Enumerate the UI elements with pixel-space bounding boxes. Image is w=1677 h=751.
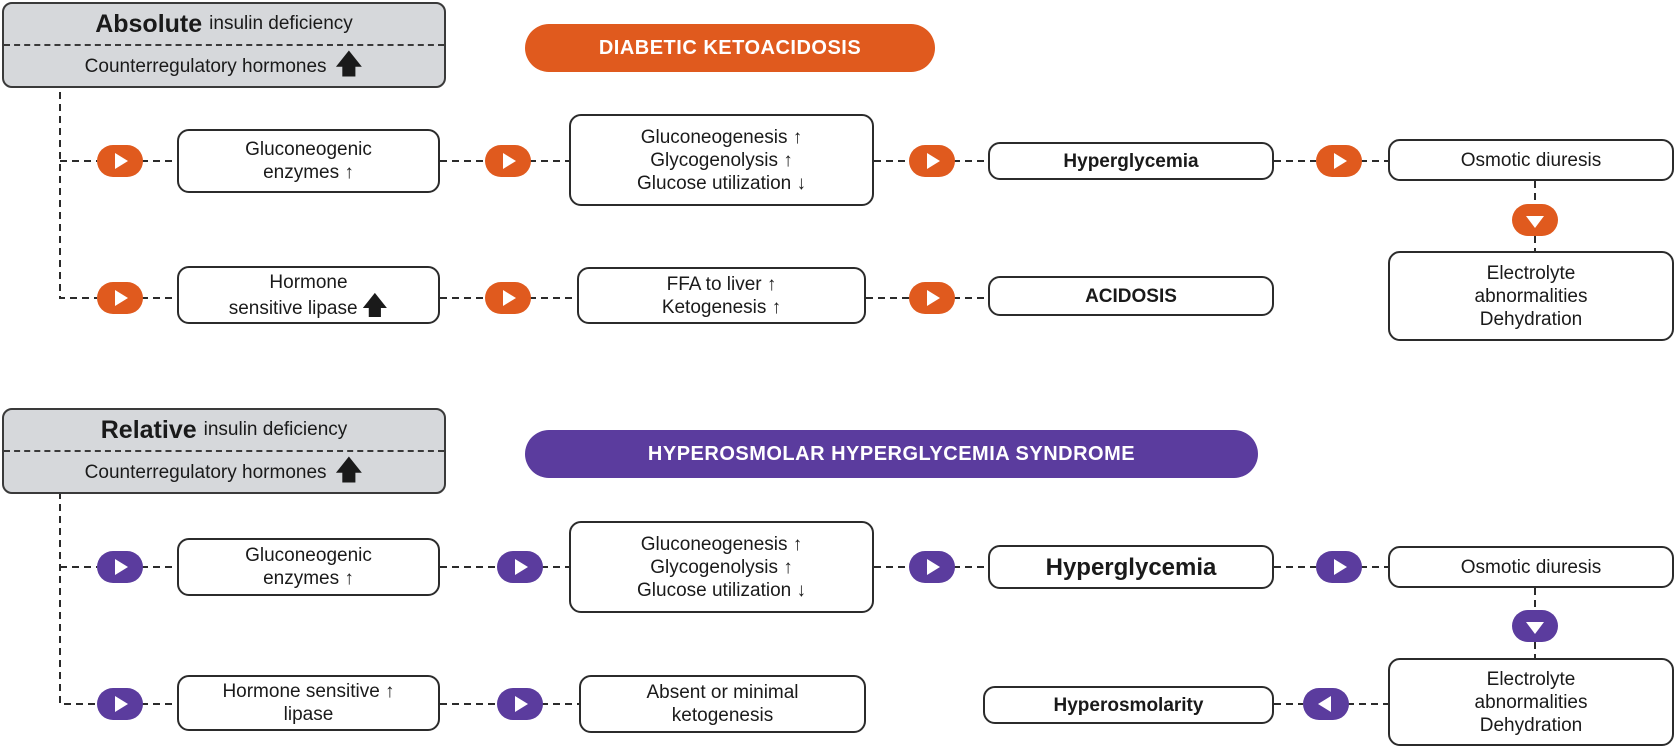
hhs-osmotic-diuresis-box: Osmotic diuresis [1388, 546, 1674, 588]
dka-hormone-lipase-box: Hormone sensitive lipase🡅 [177, 266, 440, 324]
up-arrow-icon: 🡅 [334, 48, 364, 79]
hhs-gluconeogenic-enzymes-box: Gluconeogenic enzymes ↑ [177, 538, 440, 596]
dka-acidosis-box: ACIDOSIS [988, 276, 1274, 316]
hhs-hormone-lipase-box: Hormone sensitive ↑ lipase [177, 675, 440, 731]
play-icon [1316, 145, 1362, 177]
dka-deficiency-label: insulin deficiency [209, 13, 353, 34]
play-icon [485, 282, 531, 314]
dka-trunk-line [59, 80, 97, 299]
hhs-title-badge: HYPEROSMOLAR HYPERGLYCEMIA SYNDROME [525, 430, 1258, 478]
play-icon [909, 145, 955, 177]
dka-osmotic-diuresis-box: Osmotic diuresis [1388, 139, 1674, 181]
play-icon [485, 145, 531, 177]
hhs-glucose-processes-box: Gluconeogenesis ↑ Glycogenolysis ↑ Gluco… [569, 521, 874, 613]
play-icon [909, 551, 955, 583]
dka-title-badge: DIABETIC KETOACIDOSIS [525, 24, 935, 72]
hhs-deficiency-label: insulin deficiency [203, 419, 348, 440]
dka-hyperglycemia-box: Hyperglycemia [988, 142, 1274, 180]
down-triangle-icon [1512, 204, 1558, 236]
up-arrow-icon: 🡅 [334, 454, 364, 485]
dka-deficiency-type: Absolute [95, 9, 203, 38]
hhs-trunk-line [59, 492, 97, 705]
play-icon [909, 282, 955, 314]
up-arrow-icon: 🡅 [361, 289, 389, 320]
back-triangle-icon [1303, 688, 1349, 720]
hhs-header-box: Relative insulin deficiency Counterregul… [2, 408, 446, 494]
dka-ffa-ketogenesis-box: FFA to liver ↑ Ketogenesis ↑ [577, 267, 866, 324]
hhs-electrolyte-box: Electrolyte abnormalities Dehydration [1388, 658, 1674, 746]
down-triangle-icon [1512, 610, 1558, 642]
hhs-ketogenesis-box: Absent or minimal ketogenesis [579, 675, 866, 733]
play-icon [97, 145, 143, 177]
dka-glucose-processes-box: Gluconeogenesis ↑ Glycogenolysis ↑ Gluco… [569, 114, 874, 206]
hhs-hormones-label: Counterregulatory hormones [84, 462, 327, 483]
play-icon [97, 282, 143, 314]
play-icon [97, 688, 143, 720]
play-icon [97, 551, 143, 583]
hhs-deficiency-type: Relative [100, 415, 197, 444]
dka-electrolyte-box: Electrolyte abnormalities Dehydration [1388, 251, 1674, 341]
dka-gluconeogenic-enzymes-box: Gluconeogenic enzymes ↑ [177, 129, 440, 193]
dka-hormones-label: Counterregulatory hormones [84, 56, 327, 77]
play-icon [497, 551, 543, 583]
hhs-hyperglycemia-box: Hyperglycemia [988, 545, 1274, 589]
hhs-hyperosmolarity-box: Hyperosmolarity [983, 686, 1274, 724]
play-icon [497, 688, 543, 720]
play-icon [1316, 551, 1362, 583]
dka-header-box: Absolute insulin deficiency Counterregul… [2, 2, 446, 88]
